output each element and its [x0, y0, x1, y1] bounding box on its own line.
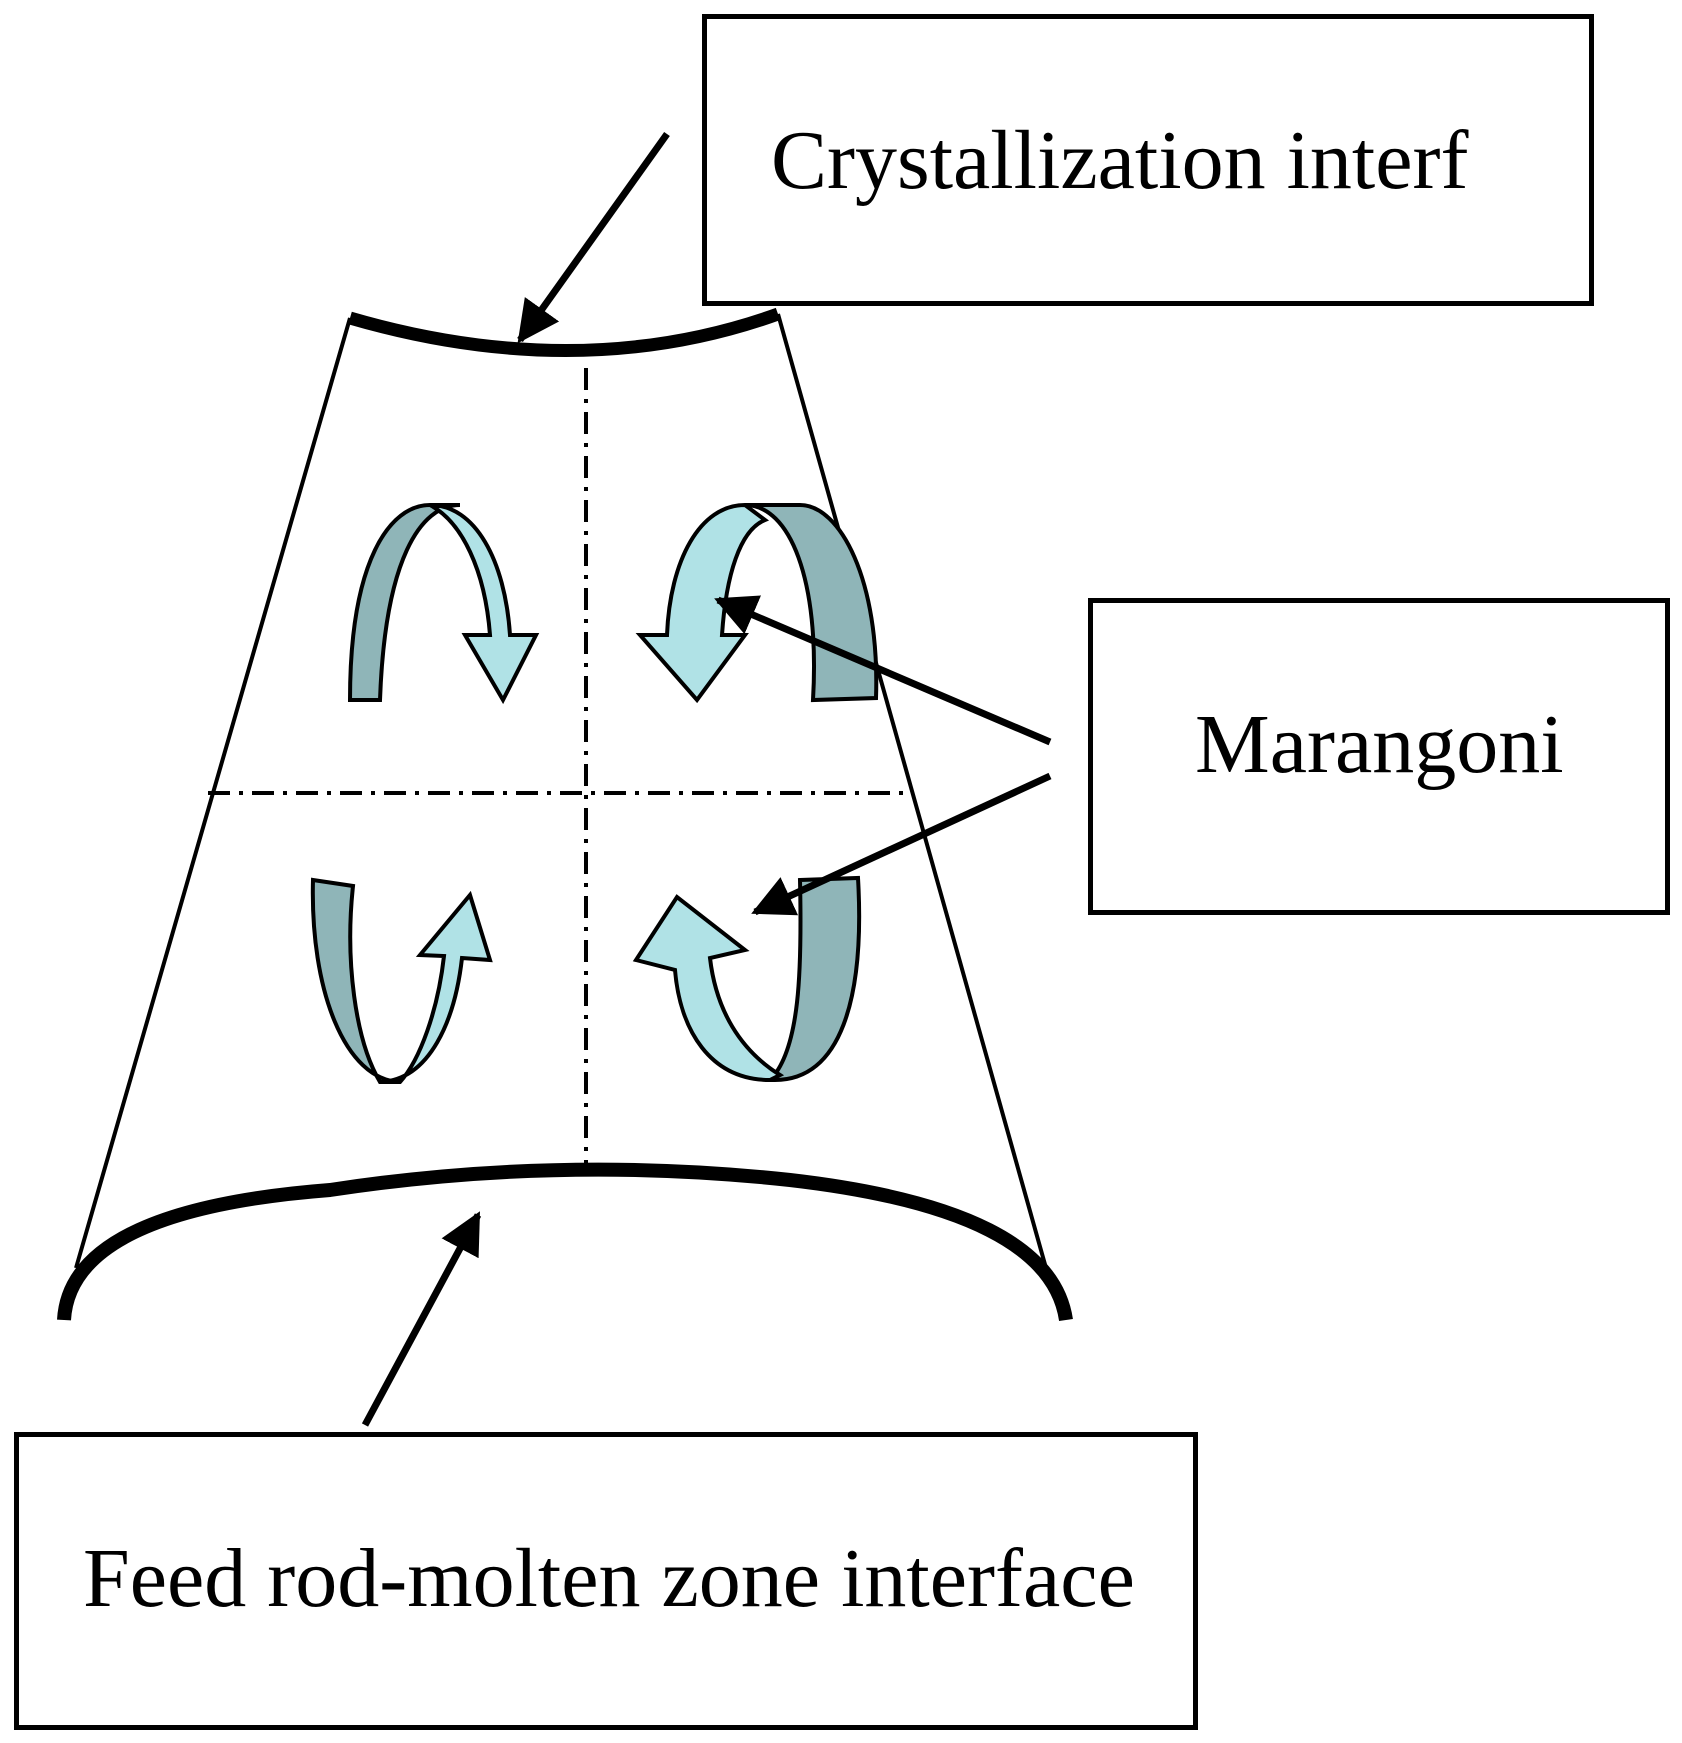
marangoni-label-box: Marangoni [1088, 598, 1670, 915]
vortex-upper-left [347, 503, 540, 705]
crystallization-label: Crystallization interf [771, 114, 1469, 207]
crystallization-label-box: Crystallization interf [702, 14, 1594, 306]
feed-interface-label: Feed rod-molten zone interface [83, 1532, 1135, 1625]
marangoni-pointer-arrow-lower [751, 772, 1052, 916]
curved-arrow-icon [744, 503, 879, 703]
feed-pointer-arrow [361, 1211, 482, 1427]
vortex-lower-right [632, 875, 862, 1083]
feed-interface-label-box: Feed rod-molten zone interface [14, 1432, 1198, 1730]
feed-interface-curve [57, 1162, 1073, 1322]
crystallization-interface-curve [348, 307, 781, 357]
vortex-lower-left [310, 877, 493, 1084]
curved-arrow-icon [347, 503, 461, 702]
zone-right-edge [776, 313, 1048, 1269]
curved-arrow-icon [632, 894, 785, 1083]
curved-arrow-icon [765, 875, 862, 1082]
curved-arrow-icon [635, 502, 770, 704]
marangoni-pointer-arrow-upper [714, 595, 1052, 746]
curved-arrow-icon [429, 503, 540, 705]
crystallization-pointer-arrow [517, 131, 670, 344]
vortex-upper-right [635, 502, 879, 704]
curved-arrow-icon [379, 890, 493, 1084]
marangoni-label: Marangoni [1195, 698, 1564, 791]
curved-arrow-icon [310, 877, 401, 1084]
